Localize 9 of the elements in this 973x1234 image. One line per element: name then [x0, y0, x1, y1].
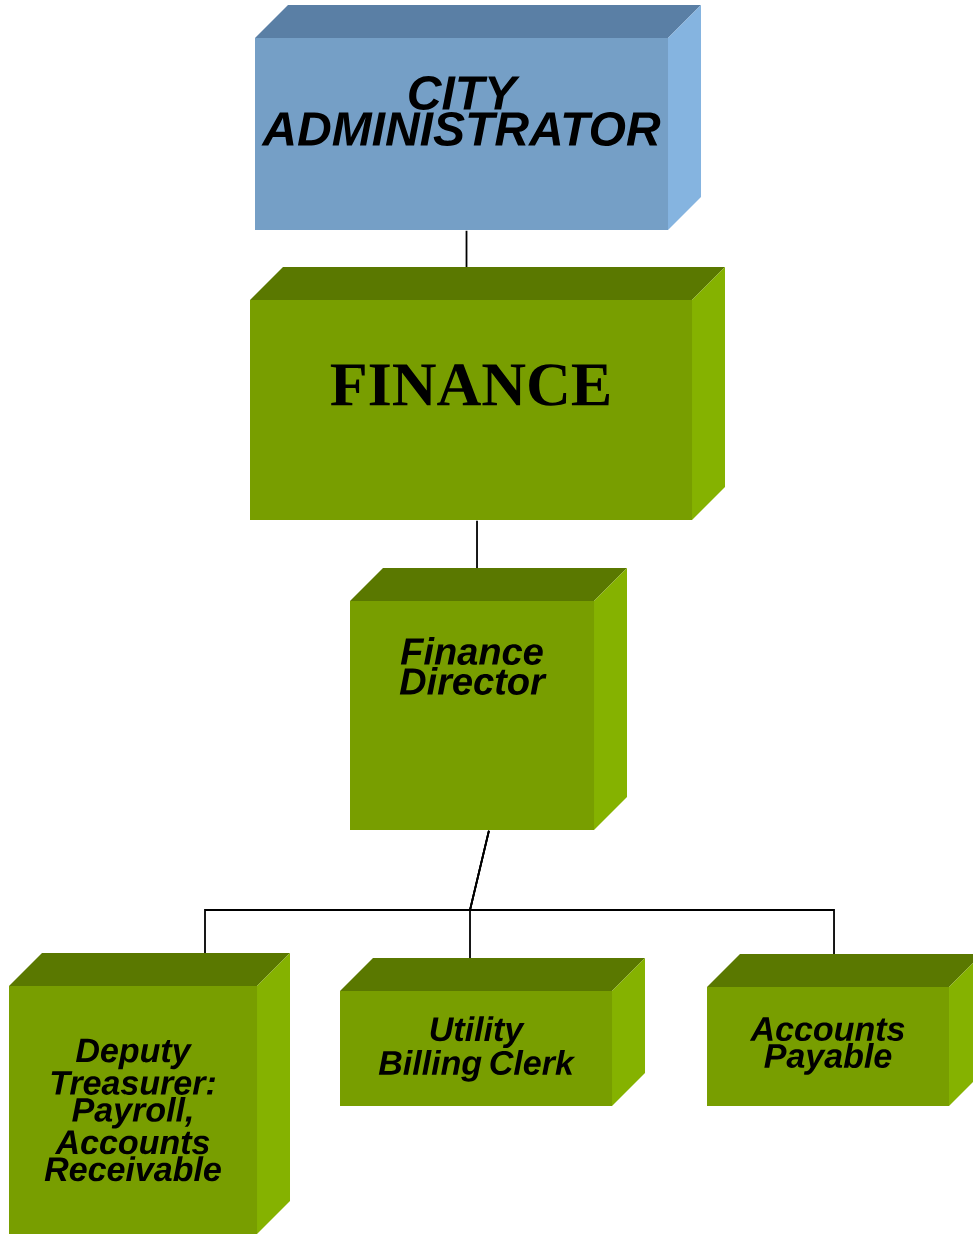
- org-box: FINANCE: [250, 267, 725, 520]
- org-box: Utility Billing Clerk: [340, 958, 645, 1106]
- org-box: Deputy Treasurer: Payroll, Accounts Receivable: [9, 953, 290, 1234]
- org-box: Finance Director: [350, 568, 627, 830]
- org-box: CITY ADMINISTRATOR: [255, 4, 701, 230]
- connector-line: [476, 519, 478, 569]
- connector-line: [468, 829, 835, 955]
- connector-line: [465, 229, 468, 268]
- org-box: Accounts Payable: [707, 954, 973, 1106]
